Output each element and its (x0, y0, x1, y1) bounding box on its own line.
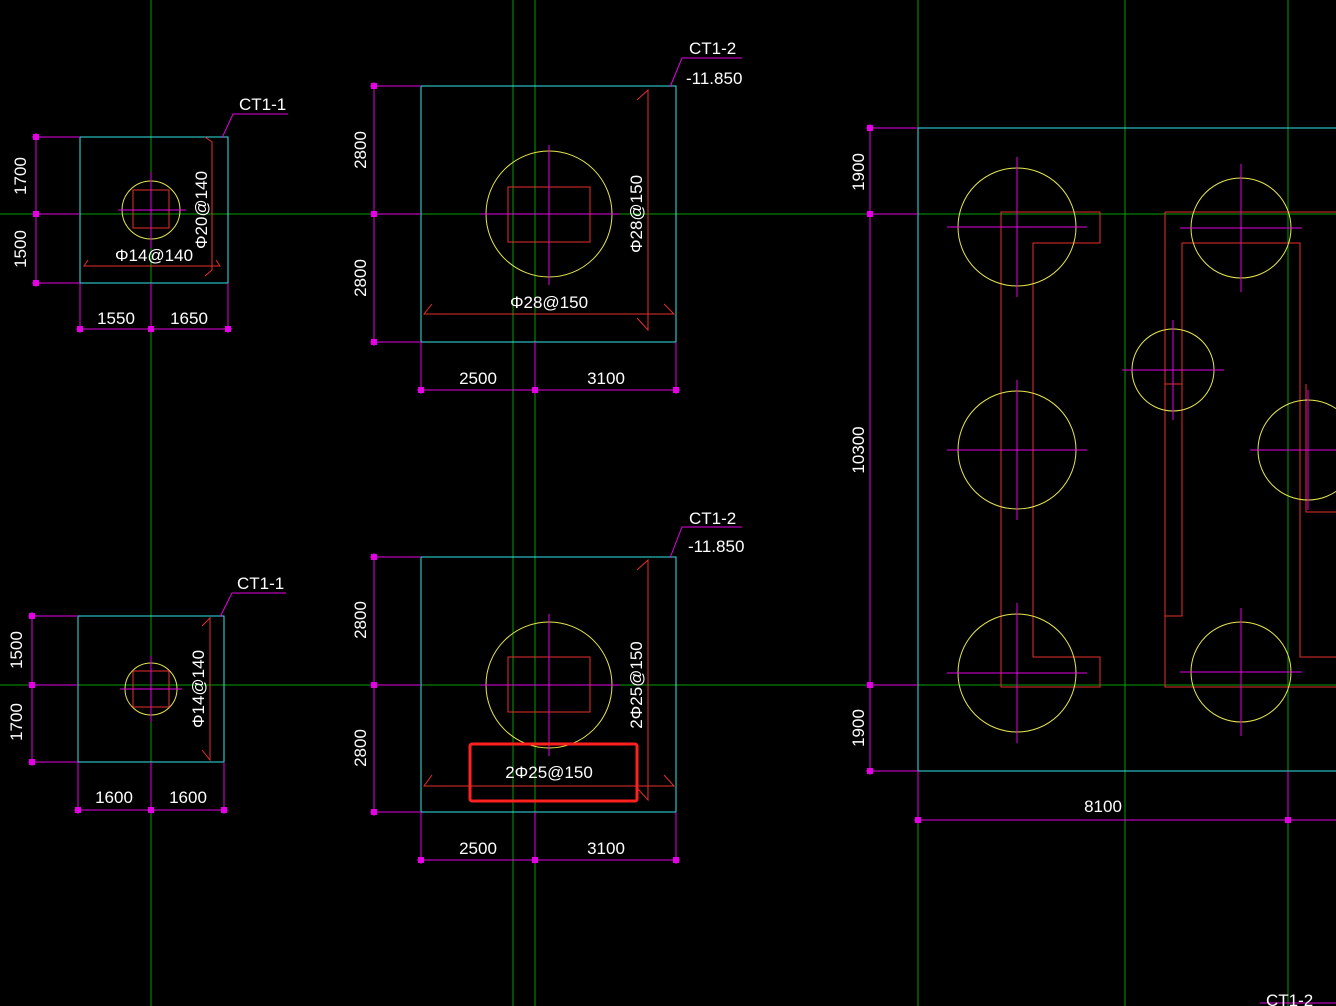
dimension-ticks (867, 125, 1291, 823)
pile-centerlines (120, 656, 182, 722)
rebar-vertical-label: Φ28@150 (627, 175, 646, 253)
dim-bottom-left: 1600 (95, 788, 133, 807)
rebar-lines (83, 136, 221, 277)
pile-centerlines (480, 145, 620, 285)
dim-bottom-right: 3100 (587, 369, 625, 388)
dim-left-mid: 10300 (849, 426, 868, 473)
dim-bottom-left: 2500 (459, 369, 497, 388)
dim-left-bottom: 1900 (849, 709, 868, 747)
rebar-horizontal-label: 2Φ25@150 (505, 763, 593, 782)
dimension-lines (370, 82, 680, 394)
rebar-vertical-label: Φ20@140 (192, 171, 211, 249)
dim-left-bottom: 2800 (351, 259, 370, 297)
pile-centerlines (118, 172, 186, 248)
footing-tag: CT1-2 (689, 509, 736, 528)
footing-ct1-1-top[interactable]: CT1-1 1700 1500 1550 1650 Φ20@140 Φ14@14… (11, 95, 288, 333)
elevation-label: -11.850 (686, 69, 742, 88)
dimension-lines (370, 553, 680, 864)
pile-centerlines (947, 157, 1336, 743)
dim-bottom-left: 2500 (459, 839, 497, 858)
dim-bottom-right: 1600 (169, 788, 207, 807)
highlight-box[interactable] (468, 742, 639, 803)
footing-outline (917, 127, 1336, 772)
footing-tag: CT1-2 (689, 39, 736, 58)
elevation-label: -11.850 (688, 537, 744, 556)
pile-centerlines (480, 614, 620, 756)
dim-bottom: 8100 (1084, 797, 1122, 816)
dim-left-top: 1900 (849, 153, 868, 191)
tag-leader (669, 57, 742, 88)
dimension-ticks (371, 554, 679, 863)
dim-left-bottom: 1500 (11, 230, 30, 268)
rebar-vertical-label: 2Φ25@150 (627, 641, 646, 729)
rebar-lines (201, 616, 211, 762)
rebar-horizontal-label: Φ28@150 (510, 293, 588, 312)
dimension-ticks (371, 83, 679, 393)
footing-tag: CT1-1 (237, 574, 284, 593)
tag-leader (219, 592, 286, 618)
dim-left-bottom: 2800 (351, 729, 370, 767)
rebar-lines (423, 558, 676, 802)
footing-tag-partial: CT1-2 (1266, 991, 1313, 1006)
dim-left-top: 2800 (351, 601, 370, 639)
dim-bottom-right: 1650 (170, 309, 208, 328)
tag-leader (669, 526, 742, 559)
dimension-lines (28, 612, 228, 814)
dimension-ticks (33, 134, 231, 332)
footing-ct1-2-top[interactable]: CT1-2 -11.850 2800 2800 2500 3100 Φ28@15… (351, 39, 742, 394)
rebar-vertical-label: Φ14@140 (189, 650, 208, 728)
dim-bottom-right: 3100 (587, 839, 625, 858)
dim-left-top: 1700 (11, 157, 30, 195)
footing-ct1-2-bottom[interactable]: CT1-2 -11.850 2800 2800 2500 3100 2Φ25@1… (351, 509, 744, 864)
footing-ct1-1-bottom[interactable]: CT1-1 1500 1700 1600 1600 Φ14@140 (7, 574, 286, 814)
footing-outline (79, 136, 229, 284)
footing-tag: CT1-1 (239, 95, 286, 114)
dim-left-top: 2800 (351, 131, 370, 169)
dim-left-top: 1500 (7, 631, 26, 669)
dimension-ticks (29, 613, 227, 813)
dim-bottom-left: 1550 (97, 309, 135, 328)
dim-left-bottom: 1700 (7, 703, 26, 741)
footing-large-cap[interactable]: 1900 10300 1900 8100 CT1-2 (849, 124, 1336, 1006)
tag-leader (221, 113, 288, 139)
rebar-horizontal-label: Φ14@140 (115, 246, 193, 265)
dimension-lines (866, 124, 1336, 824)
rebar-lines (422, 88, 676, 332)
